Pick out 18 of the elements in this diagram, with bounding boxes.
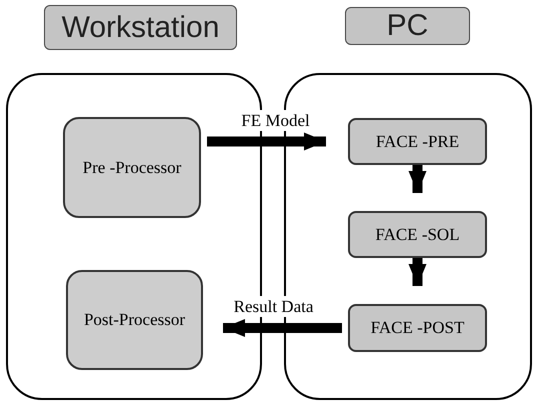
node-label: PC: [386, 8, 428, 44]
arrow: [223, 319, 342, 337]
process-box: [348, 304, 487, 352]
arrow: [408, 165, 426, 193]
arrow: [207, 132, 326, 150]
node-label: FACE -POST: [370, 317, 464, 339]
process-box: [348, 118, 487, 165]
process-box: [66, 270, 203, 370]
process-box: [348, 211, 487, 258]
node-label: Pre -Processor: [82, 156, 182, 178]
process-box: [63, 117, 201, 218]
node-label: Workstation: [62, 10, 220, 46]
node-label: FACE -SOL: [375, 224, 460, 246]
node-label: Post-Processor: [84, 309, 186, 331]
group-heading-box: [345, 7, 470, 45]
group-heading-box: [44, 5, 237, 50]
node-label: FACE -PRE: [376, 130, 460, 152]
arrow: [408, 258, 426, 286]
